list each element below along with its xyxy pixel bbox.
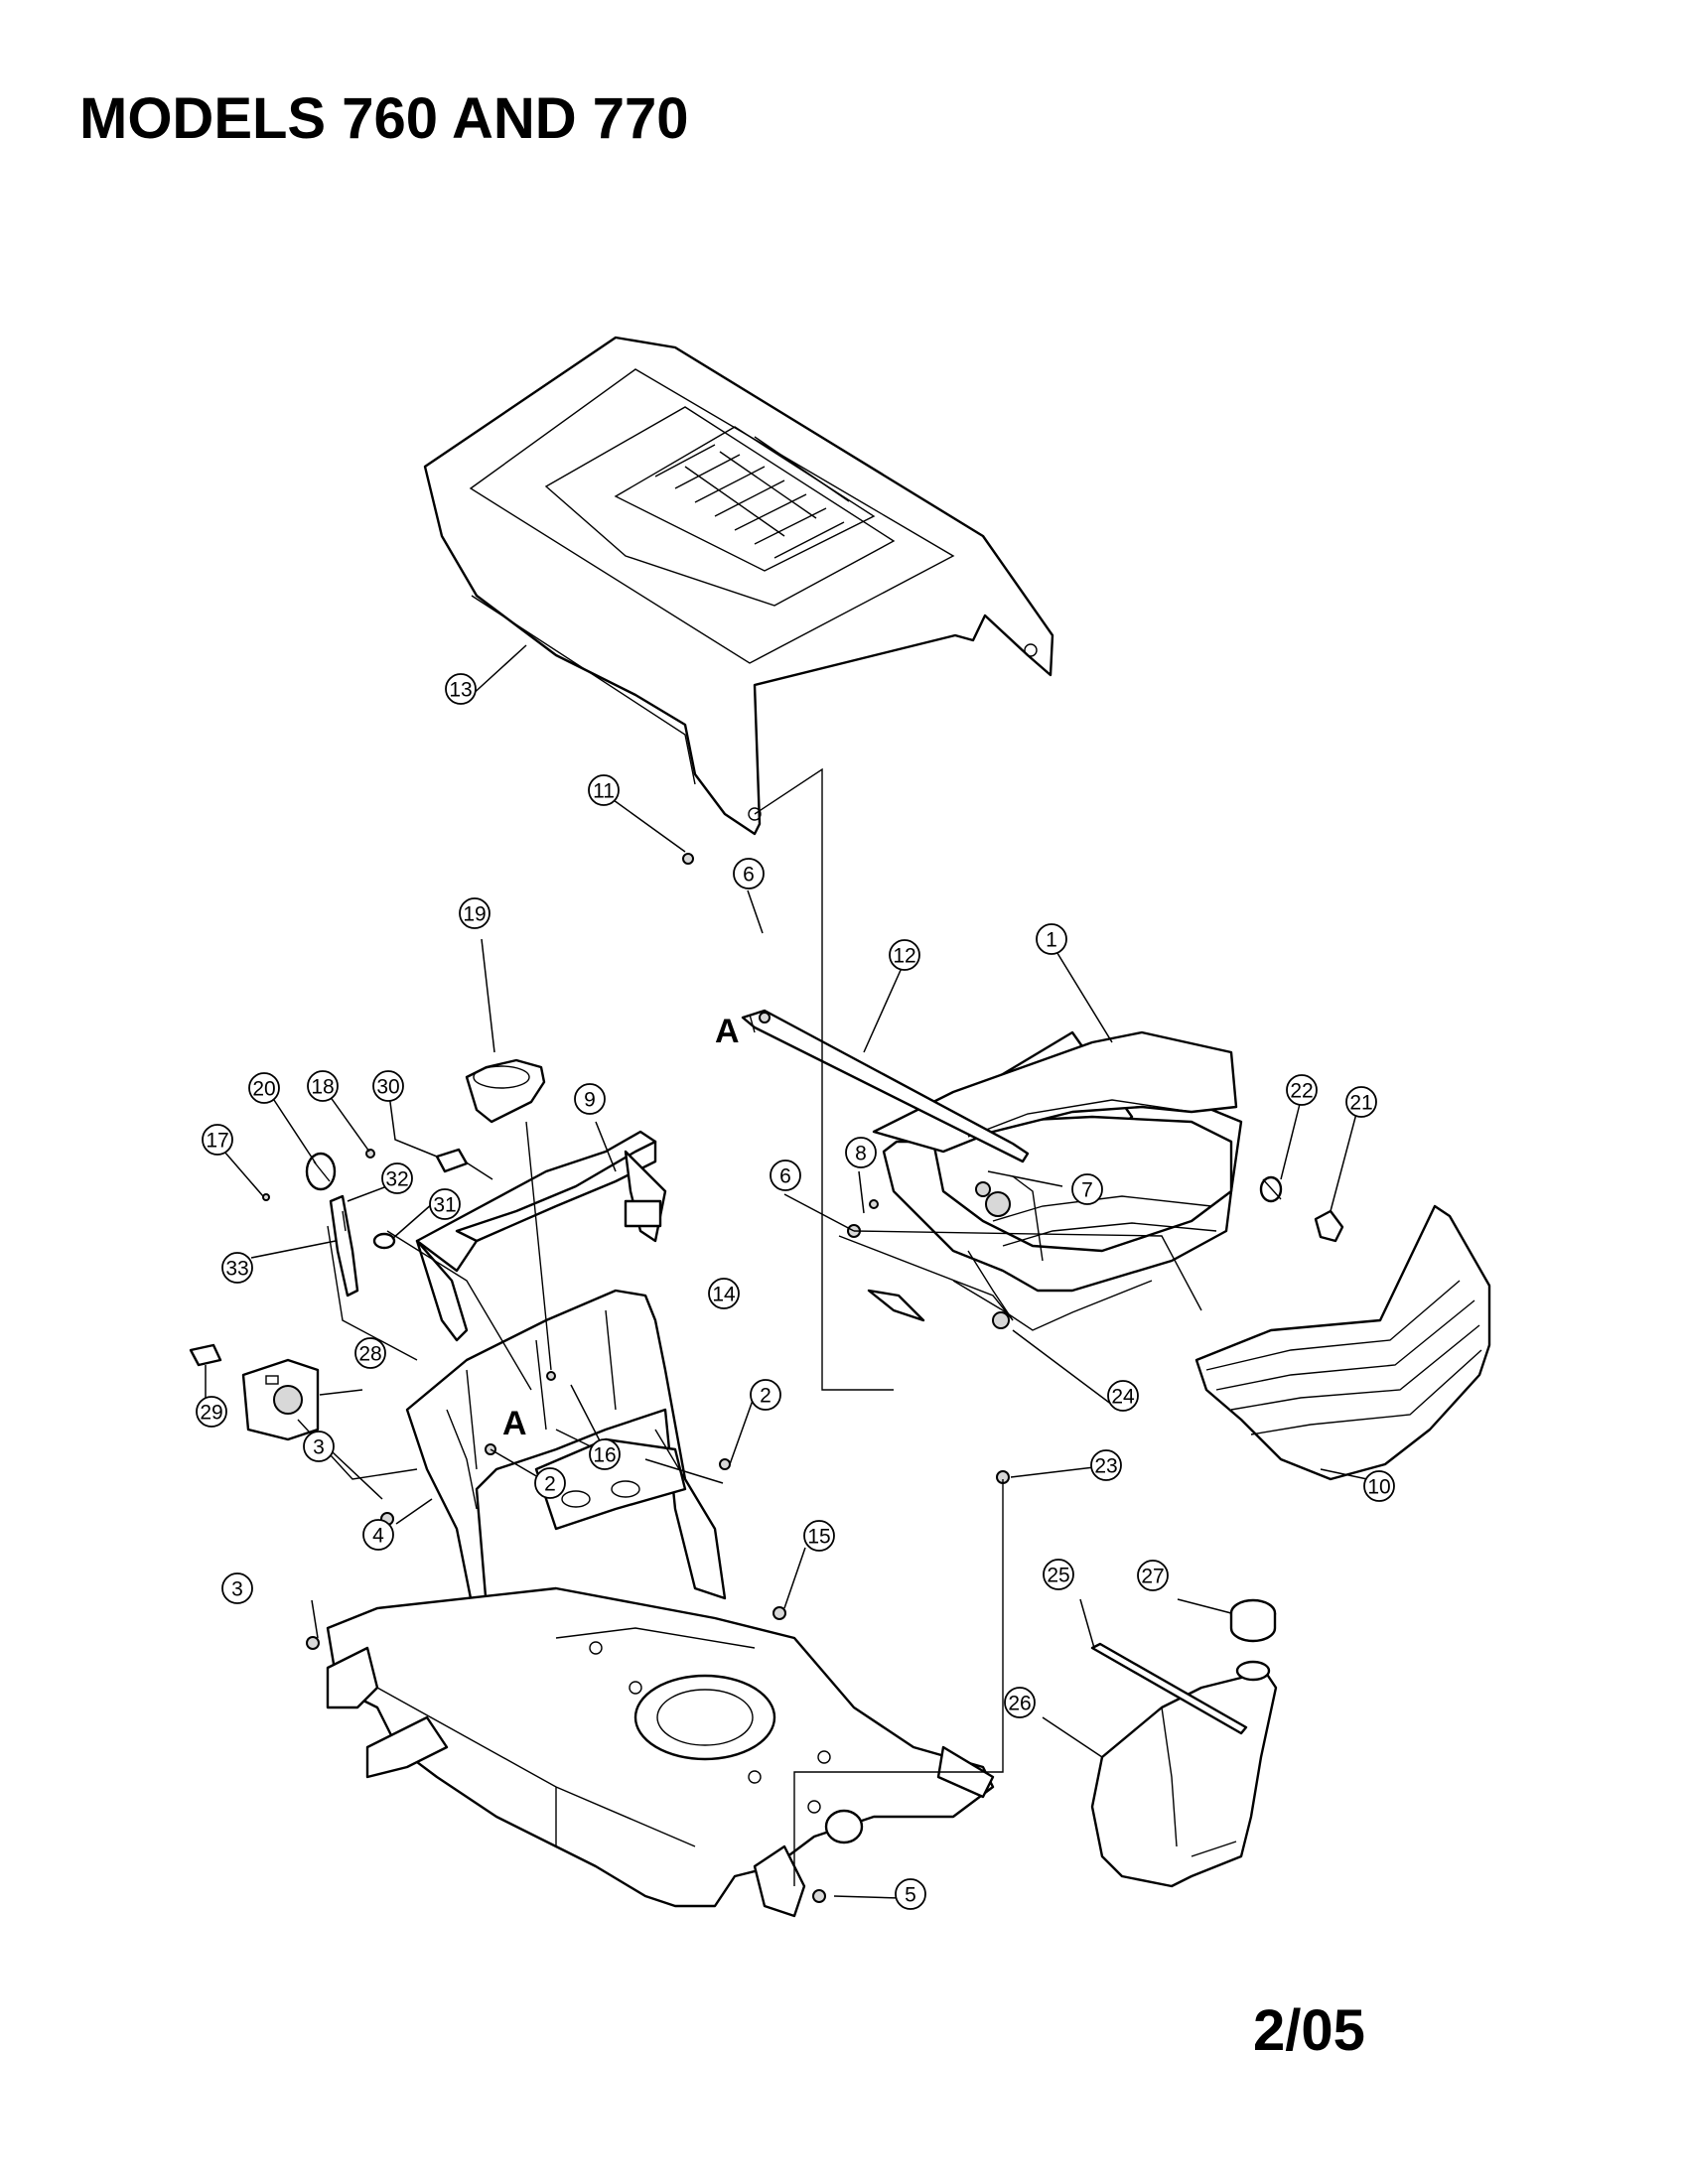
svg-text:30: 30 [376, 1076, 399, 1099]
light-bulb-part [1314, 1209, 1344, 1243]
grille-front-part [867, 1030, 1243, 1331]
fuel-rod-part [1090, 1642, 1248, 1735]
svg-text:17: 17 [206, 1130, 228, 1153]
svg-text:2: 2 [544, 1473, 556, 1496]
callout-6-lower: 6 [770, 1160, 801, 1191]
svg-text:3: 3 [313, 1436, 325, 1459]
callout-24: 24 [1107, 1380, 1139, 1412]
hood-grille-icon [654, 436, 850, 559]
svg-text:2: 2 [760, 1385, 772, 1408]
callout-33: 33 [221, 1252, 253, 1284]
callout-6-upper: 6 [733, 858, 765, 889]
date-code: 2/05 [1253, 1998, 1365, 2063]
svg-text:4: 4 [372, 1525, 384, 1548]
svg-text:21: 21 [1349, 1092, 1372, 1115]
throttle-knob-part [305, 1152, 337, 1191]
ref-letter-a-lower: A [502, 1405, 527, 1442]
ignition-box-part [241, 1358, 320, 1441]
svg-text:20: 20 [252, 1078, 275, 1101]
grille-knob-part [992, 1311, 1010, 1329]
callout-1: 1 [1036, 923, 1067, 955]
key-part [189, 1343, 222, 1367]
callout-17: 17 [202, 1124, 233, 1156]
svg-text:26: 26 [1008, 1693, 1031, 1715]
svg-text:31: 31 [433, 1194, 456, 1217]
fuel-cap-part [1229, 1598, 1277, 1643]
callout-23: 23 [1090, 1449, 1122, 1481]
callout-3-upper: 3 [303, 1431, 335, 1462]
callout-2-left: 2 [534, 1467, 566, 1499]
svg-text:16: 16 [593, 1444, 616, 1467]
callout-25: 25 [1043, 1559, 1074, 1590]
svg-text:6: 6 [779, 1165, 791, 1188]
svg-text:22: 22 [1290, 1080, 1313, 1103]
svg-text:27: 27 [1141, 1566, 1164, 1588]
callout-8: 8 [845, 1137, 877, 1168]
callout-15: 15 [803, 1520, 835, 1552]
callout-21: 21 [1345, 1086, 1377, 1118]
hood-part [423, 336, 1054, 836]
callout-29: 29 [196, 1396, 227, 1428]
callout-4: 4 [362, 1519, 394, 1551]
callout-20: 20 [248, 1072, 280, 1104]
svg-text:33: 33 [225, 1258, 248, 1281]
svg-text:32: 32 [385, 1168, 408, 1191]
svg-text:12: 12 [893, 945, 915, 968]
svg-text:1: 1 [1046, 929, 1057, 952]
throttle-lever-part [329, 1194, 359, 1297]
dash-panel-part [415, 1130, 667, 1342]
svg-text:9: 9 [584, 1089, 596, 1112]
callout-31: 31 [429, 1188, 461, 1220]
callout-27: 27 [1137, 1560, 1169, 1591]
svg-text:11: 11 [593, 780, 615, 803]
callout-9: 9 [574, 1083, 606, 1115]
steering-boot-part [465, 1058, 546, 1124]
choke-knob-part [435, 1148, 493, 1180]
page-title: MODELS 760 AND 770 [79, 86, 689, 151]
callout-3-lower: 3 [221, 1572, 253, 1604]
callout-14: 14 [708, 1278, 740, 1309]
callout-12: 12 [889, 939, 920, 971]
svg-text:13: 13 [449, 679, 472, 702]
svg-text:29: 29 [200, 1402, 222, 1425]
ref-letter-a-top: A [715, 1013, 740, 1050]
callout-30: 30 [372, 1070, 404, 1102]
svg-text:8: 8 [855, 1143, 867, 1165]
washer-part [372, 1232, 396, 1250]
svg-text:24: 24 [1111, 1386, 1135, 1409]
callout-2-right: 2 [750, 1379, 781, 1411]
callout-19: 19 [459, 897, 491, 929]
callout-5: 5 [895, 1878, 926, 1910]
callout-13: 13 [445, 673, 477, 705]
hood-rod-part [741, 1009, 1030, 1163]
svg-text:10: 10 [1367, 1476, 1390, 1499]
light-socket-part [1259, 1175, 1283, 1203]
svg-text:14: 14 [712, 1284, 736, 1306]
callout-11: 11 [588, 774, 620, 806]
callout-22: 22 [1286, 1074, 1318, 1106]
svg-text:15: 15 [807, 1526, 830, 1549]
callout-10: 10 [1363, 1470, 1395, 1502]
callout-28: 28 [354, 1337, 386, 1369]
svg-text:18: 18 [311, 1076, 334, 1099]
svg-text:6: 6 [743, 864, 755, 887]
svg-text:23: 23 [1094, 1455, 1117, 1478]
svg-text:19: 19 [463, 903, 486, 926]
callout-18: 18 [307, 1070, 339, 1102]
callout-16: 16 [589, 1438, 621, 1470]
chassis-frame-part [326, 1586, 995, 1918]
svg-text:7: 7 [1081, 1179, 1093, 1202]
callout-26: 26 [1004, 1687, 1036, 1718]
svg-text:28: 28 [358, 1343, 381, 1366]
svg-text:5: 5 [905, 1884, 916, 1907]
front-bumper-part [1194, 1204, 1491, 1481]
callout-32: 32 [381, 1162, 413, 1194]
svg-text:3: 3 [231, 1578, 243, 1601]
svg-text:25: 25 [1047, 1565, 1069, 1587]
callout-7: 7 [1071, 1173, 1103, 1205]
